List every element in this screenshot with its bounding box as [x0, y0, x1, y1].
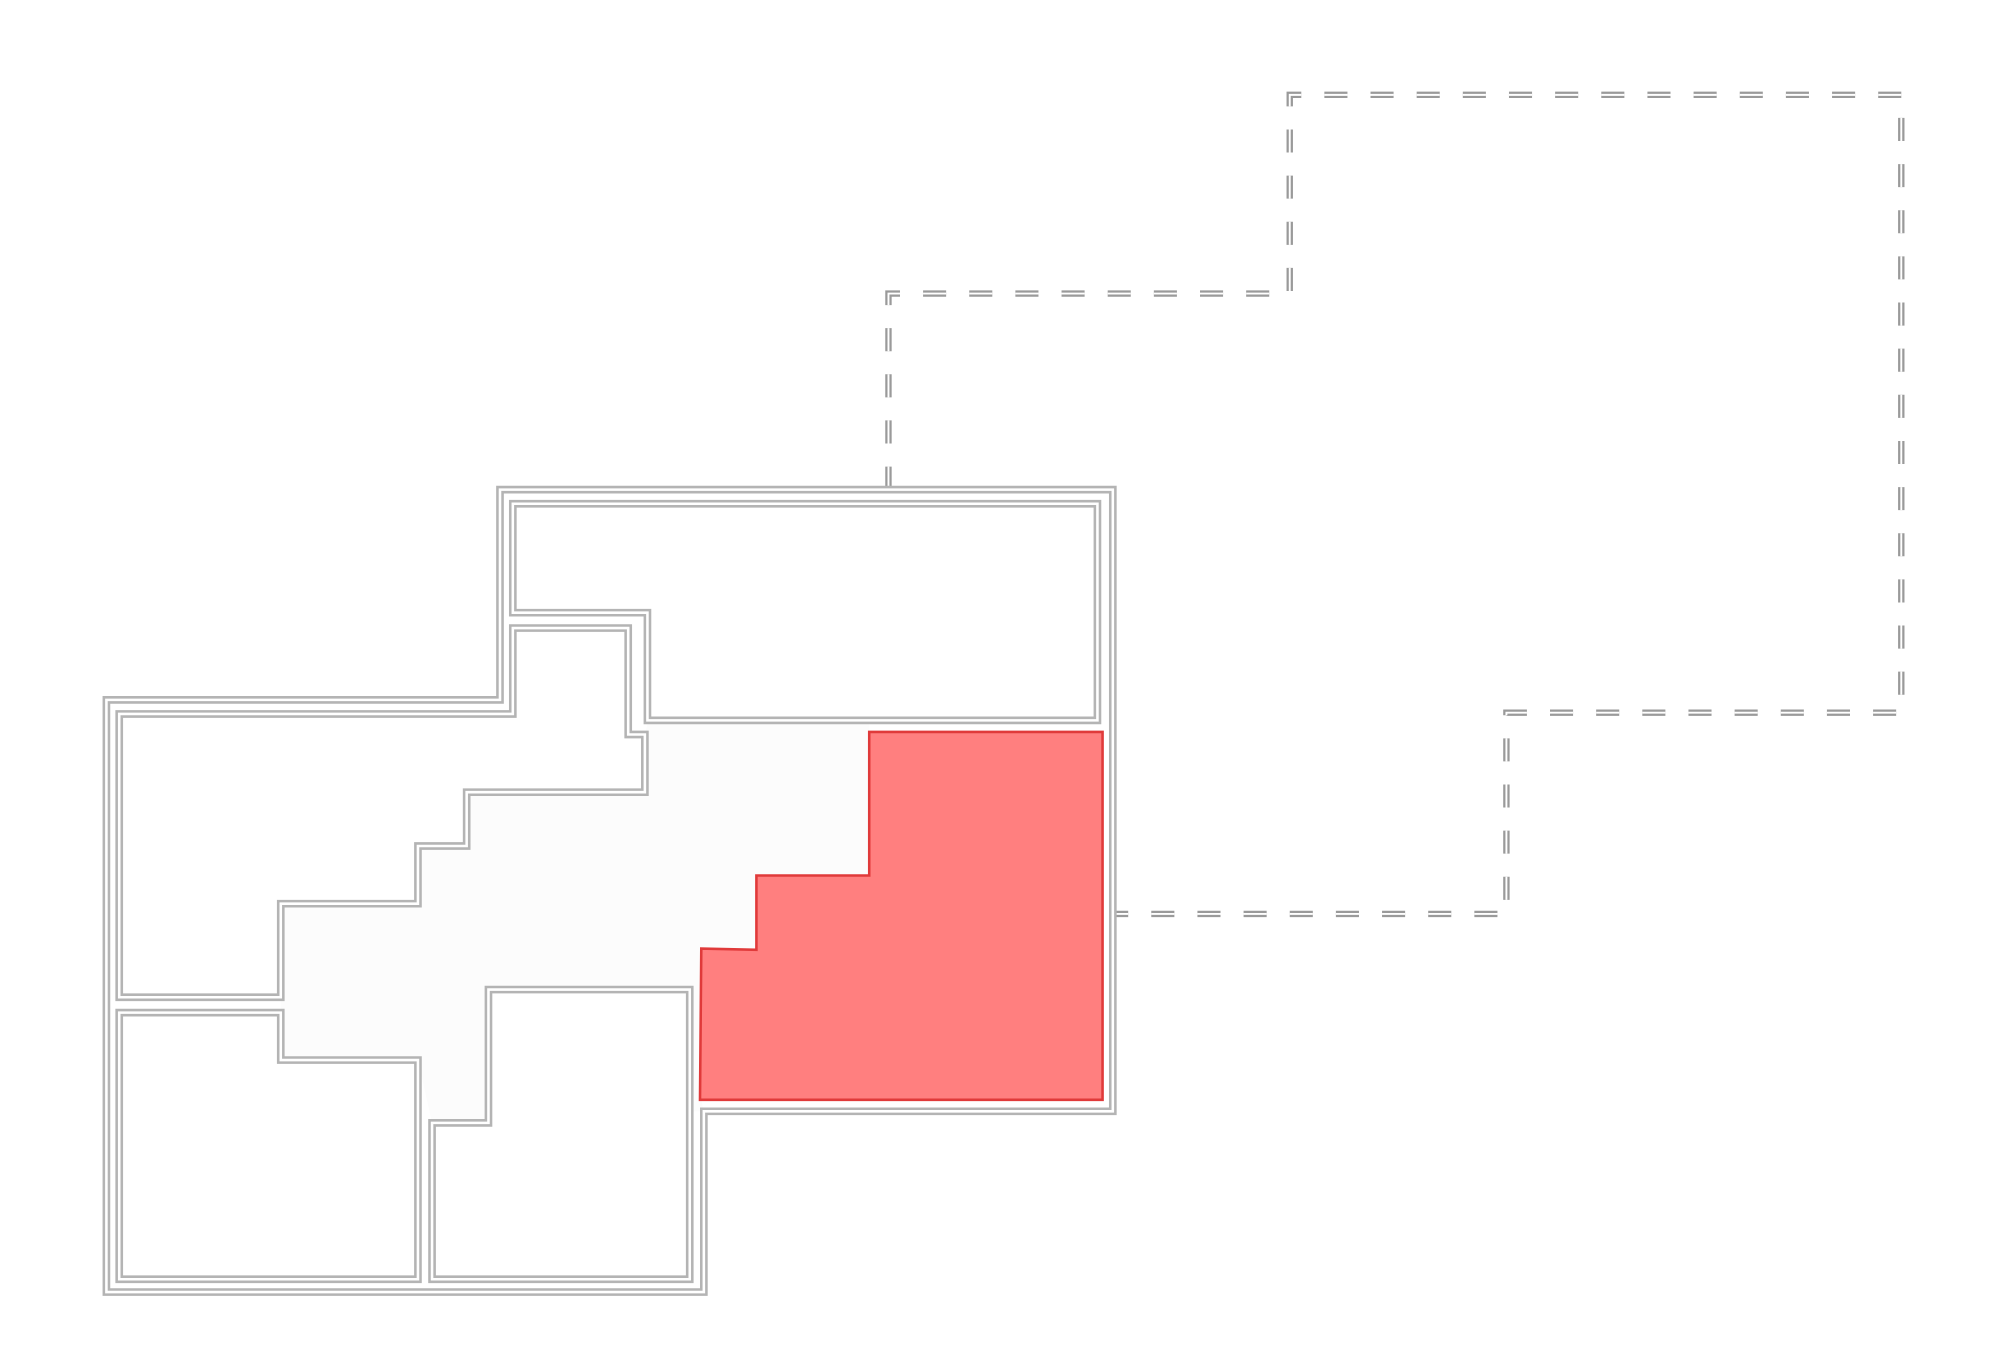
- highlighted-room[interactable]: [698, 730, 1104, 1102]
- outer-wall: [102, 485, 1117, 1296]
- dashed-boundary: [885, 91, 1905, 918]
- room-left-top[interactable]: [115, 624, 649, 1002]
- room-bottom-middle[interactable]: [428, 985, 694, 1284]
- corridor: [280, 724, 870, 1123]
- room-top[interactable]: [508, 499, 1102, 725]
- room-left-bottom[interactable]: [115, 1008, 422, 1284]
